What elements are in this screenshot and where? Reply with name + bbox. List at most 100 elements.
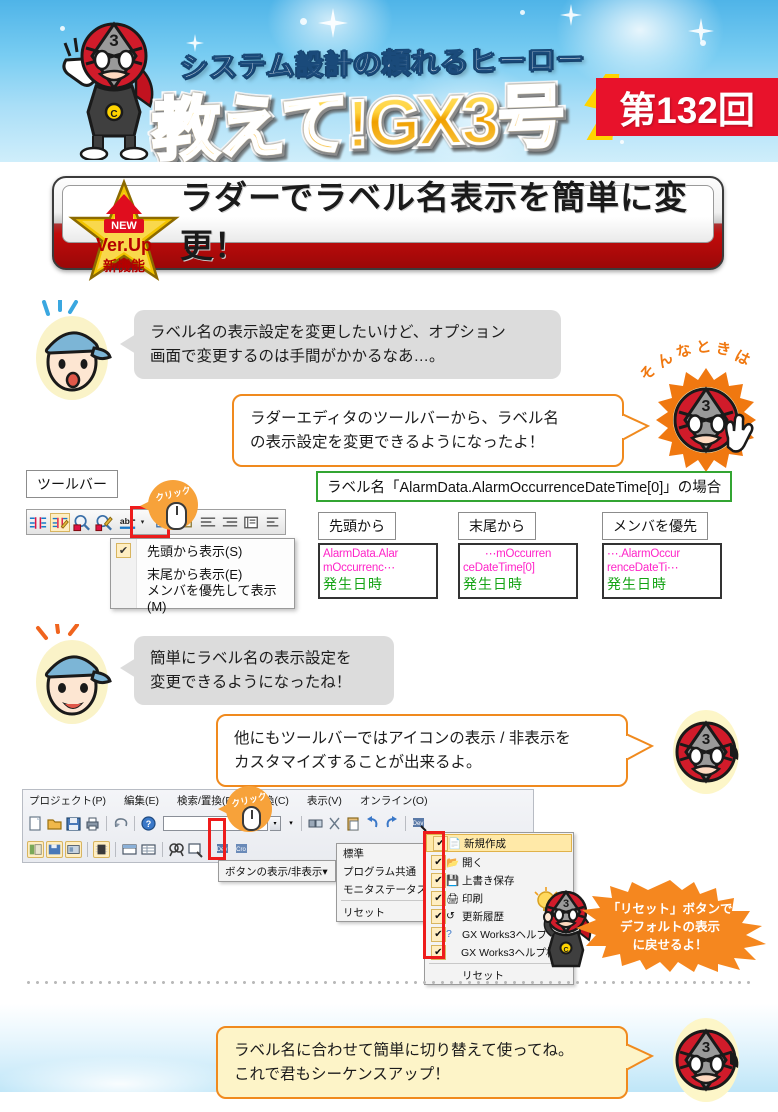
example-label-line2-2: renceDateTi⋯ <box>607 562 679 575</box>
menu-item-tail-first[interactable]: 末尾から表示(E) <box>111 562 294 585</box>
replace-icon[interactable] <box>187 841 204 858</box>
redo-icon[interactable] <box>383 815 400 832</box>
example-label-line1-2: ⋯.AlarmOccur <box>607 548 680 560</box>
help-icon[interactable]: ? <box>140 815 157 832</box>
worker-speech2-line-1: 簡単にラベル名の表示設定を <box>150 650 352 667</box>
paste-icon[interactable] <box>345 815 362 832</box>
feature-heading: ラダーでラベル名表示を簡単に変更！ <box>180 179 689 264</box>
worker-speech-bubble-1: ラベル名の表示設定を変更したいけど、オプション 画面で変更するのは手間がかかるな… <box>134 310 561 380</box>
svg-text:3: 3 <box>109 31 118 50</box>
new-file-icon[interactable] <box>27 815 44 832</box>
context-menu-show-hide-buttons[interactable]: ボタンの表示/非表示▾ <box>218 860 336 882</box>
save-icon[interactable] <box>65 815 82 832</box>
ctx3-item-open[interactable]: ✔ 📂 開く <box>425 853 573 871</box>
toolbar-options-button-highlight <box>208 818 226 860</box>
bubble-tail <box>622 412 650 442</box>
worker-speech-line-1: ラベル名の表示設定を変更したいけど、オプション <box>150 324 506 341</box>
ctx3-item-reset[interactable]: リセット <box>425 966 573 984</box>
cross-reference-icon[interactable]: Cro <box>234 841 251 858</box>
issue-number-badge: 第132回 <box>596 78 778 136</box>
issue-number-text: 第132回 <box>619 90 755 131</box>
open-file-icon[interactable] <box>46 815 63 832</box>
example-box-1: ⋯mOccurren ceDateTime[0] 発生日時 <box>458 543 578 599</box>
svg-text:Dev: Dev <box>413 821 424 827</box>
hero-speech3-line-1: ラベル名に合わせて簡単に切り替えて使ってね。 <box>234 1042 574 1059</box>
ctx2-label: モニタステータス <box>343 883 427 896</box>
sparkle <box>60 26 65 31</box>
label-display-dropdown-menu[interactable]: ✔ 先頭から表示(S) 末尾から表示(E) メンバを優先して表示(M) <box>110 538 295 614</box>
zoom-search-next-icon[interactable] <box>94 513 114 532</box>
ctx3-item-help-search[interactable]: ✔ GX Works3ヘルプ検索 <box>425 943 573 961</box>
hero-mascot-idea-icon: 3 C <box>534 887 592 968</box>
device-comment-left-icon[interactable] <box>198 513 218 532</box>
contact-edit-icon[interactable] <box>50 512 71 532</box>
hero-mascot-icon: 3 C <box>62 21 154 160</box>
ctx2-item-reset[interactable]: リセット <box>337 903 463 921</box>
context-menu-root-label[interactable]: ボタンの表示/非表示▾ <box>225 865 328 878</box>
ctx2-divider <box>341 900 459 901</box>
menu-find-replace[interactable]: 検索/置換(F) <box>177 794 236 807</box>
ctx3-item-history[interactable]: ✔ ↺ 更新履歴 <box>425 907 573 925</box>
example-header-2: メンバを優先 <box>602 512 708 540</box>
toolbar-separator <box>301 815 302 831</box>
hero-speech2-line-1: 他にもツールバーではアイコンの表示 / 非表示を <box>234 730 571 747</box>
save-project-icon[interactable] <box>46 840 63 858</box>
cut-icon[interactable] <box>326 815 343 832</box>
device-search-2-icon[interactable]: Dev <box>215 841 232 858</box>
ladder-view-icon[interactable] <box>121 841 138 858</box>
header-title: 教えて!GX3号 <box>151 61 565 162</box>
toolbar-separator <box>106 815 107 831</box>
undo-icon[interactable] <box>364 815 381 832</box>
ctx3-label: 上書き保存 <box>462 874 515 887</box>
sparkle <box>700 40 706 46</box>
zoom-search-icon[interactable] <box>72 513 92 532</box>
menu-online[interactable]: オンライン(O) <box>359 794 428 807</box>
callout-pointer <box>140 498 156 514</box>
toolbar-separator <box>162 841 163 857</box>
header-banner: 3 C システム設計の頼れるヒーロー 教えて!GX3号 教えて!GX3号 第13… <box>0 0 778 162</box>
print-icon[interactable] <box>84 815 101 832</box>
example-header-0: 先頭から <box>318 512 396 540</box>
device-search-icon[interactable]: Dev <box>411 815 428 832</box>
find-icon[interactable] <box>168 841 185 858</box>
sparkle <box>240 120 246 126</box>
contact-normally-open-icon[interactable] <box>28 513 48 532</box>
menu-view[interactable]: 表示(V) <box>306 794 342 807</box>
note-display-icon[interactable] <box>242 513 262 532</box>
list-view-icon[interactable] <box>140 841 157 858</box>
section-divider <box>24 981 754 984</box>
hero-face-icon-2: 3 <box>673 710 739 794</box>
ctx3-item-save[interactable]: ✔ 💾 上書き保存 <box>425 871 573 889</box>
example-box-2: ⋯.AlarmOccur renceDateTi⋯ 発生日時 <box>602 543 722 599</box>
module-config-icon[interactable] <box>65 840 82 858</box>
compile-icon[interactable] <box>307 815 324 832</box>
toolbar-overflow-arrow[interactable]: ▾ <box>289 820 293 827</box>
update-history-icon[interactable] <box>112 815 129 832</box>
hero-speech3-line-2: これで君もシーケンスアップ！ <box>234 1065 450 1083</box>
label-display-dropdown-arrow[interactable]: ▾ <box>140 519 145 526</box>
toolbar-separator <box>115 841 116 857</box>
menu-check-gutter <box>111 585 137 608</box>
menu-item-member-priority[interactable]: メンバを優先して表示(M) <box>111 583 294 614</box>
hero-speech-line-1: ラダーエディタのツールバーから、ラベル名 <box>250 410 559 427</box>
device-memory-icon[interactable] <box>93 840 110 858</box>
svg-text:3: 3 <box>702 398 711 415</box>
menu-item-head-first[interactable]: ✔ 先頭から表示(S) <box>111 539 294 562</box>
toolbar-separator <box>134 815 135 831</box>
gx-toolbar-row-2[interactable]: Dev Cro <box>23 836 533 862</box>
ctx3-label: 印刷 <box>462 892 483 905</box>
more-toolbar-icon[interactable] <box>264 513 284 532</box>
title-bar-inner-panel <box>62 185 714 243</box>
svg-text:Cro: Cro <box>236 847 246 853</box>
menu-project[interactable]: プロジェクト(P) <box>29 794 106 807</box>
navigation-window-icon[interactable] <box>27 840 44 858</box>
menu-check-gutter: ✔ <box>111 539 137 562</box>
device-comment-right-icon[interactable] <box>220 513 240 532</box>
svg-text:3: 3 <box>702 731 710 748</box>
combo-dropdown-arrow[interactable]: ▾ <box>270 815 281 831</box>
ctx3-label: 更新履歴 <box>462 910 504 923</box>
sparkle <box>300 18 307 25</box>
ctx3-item-new[interactable]: ✔ 📄 新規作成 <box>426 834 572 852</box>
menu-edit[interactable]: 編集(E) <box>124 794 159 807</box>
hero-speech-bubble-3: ラベル名に合わせて簡単に切り替えて使ってね。 これで君もシーケンスアップ！ <box>216 1026 628 1100</box>
